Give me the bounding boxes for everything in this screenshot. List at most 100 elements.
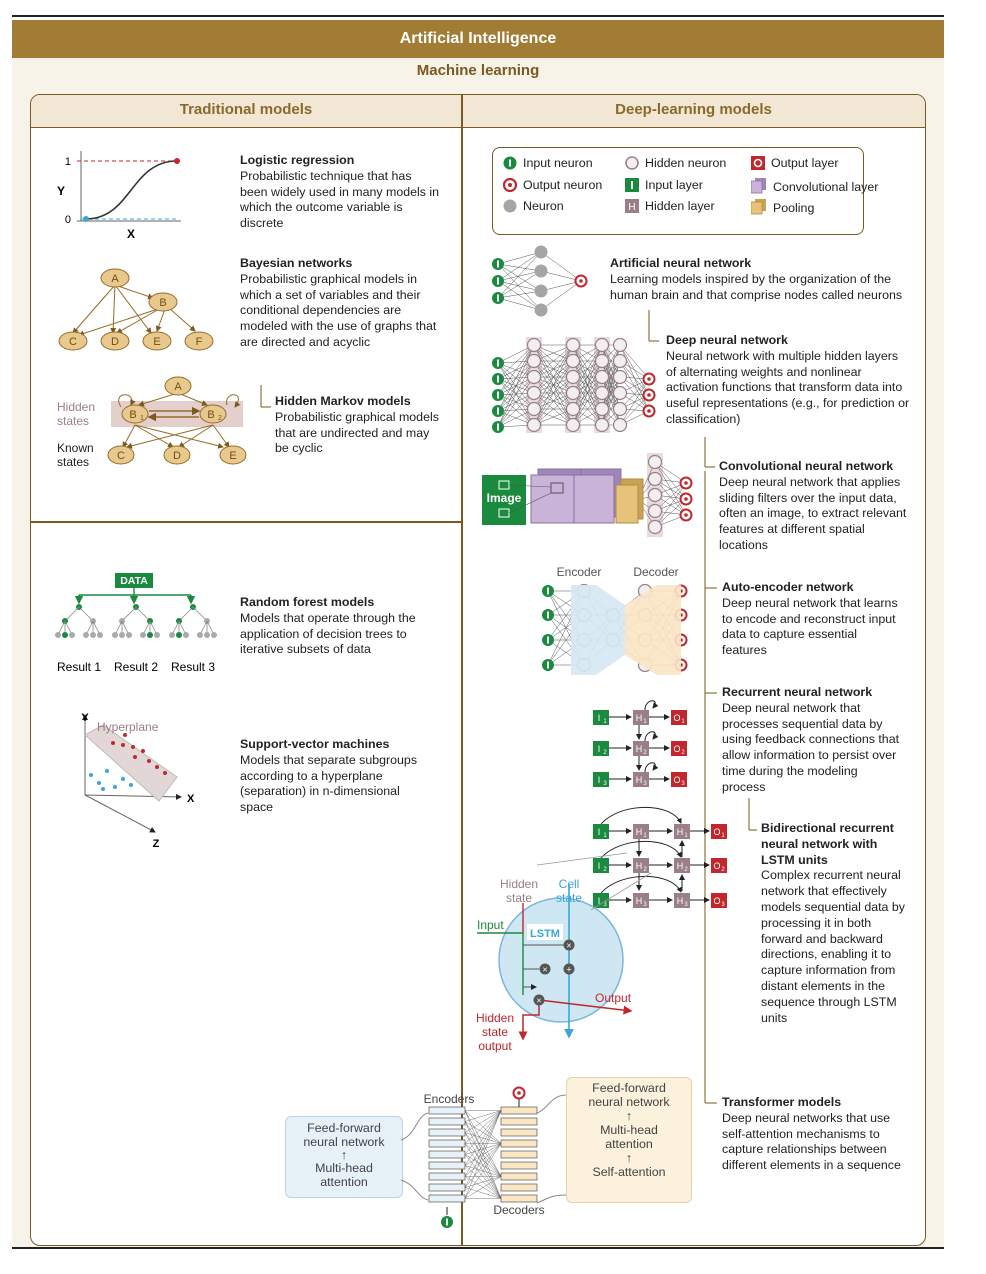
input-neuron-mark xyxy=(497,407,499,415)
lstm-label-bg xyxy=(527,924,563,940)
connection xyxy=(497,344,535,412)
lstm-operator xyxy=(563,963,575,975)
neuron xyxy=(534,284,548,298)
rf-edge xyxy=(64,606,80,622)
legend-output-neuron: Output neuron xyxy=(503,178,602,192)
rf-leaf xyxy=(140,632,146,638)
rf-leaf xyxy=(126,632,132,638)
rf-leaf xyxy=(154,632,160,638)
rnn-input-subscript: 3 xyxy=(603,781,607,787)
hidden-markov-body: Probabilistic graphical models that are … xyxy=(275,409,439,456)
legend-conv-layer: Convolutional layer xyxy=(751,178,878,194)
connection xyxy=(497,251,542,299)
decoder-ffnn-label: Feed-forward neural network xyxy=(588,1081,670,1109)
hidden-neuron xyxy=(526,369,542,385)
rnn-output xyxy=(671,772,687,787)
hmm-self-loop xyxy=(118,394,136,408)
connection xyxy=(497,280,542,311)
decoder-layer xyxy=(500,1128,538,1137)
lstm-operator-symbol: × xyxy=(536,996,541,1006)
connection xyxy=(497,280,542,292)
hidden-neuron xyxy=(565,353,581,369)
lstm-output-line xyxy=(538,999,633,1015)
output-neuron-dot xyxy=(647,393,651,397)
birnn-output-label: O xyxy=(713,827,720,837)
rnn-hidden-subscript: 1 xyxy=(643,719,647,725)
connection xyxy=(572,360,603,426)
top-rule xyxy=(12,15,944,17)
bn-node-label: B xyxy=(159,297,166,309)
connection xyxy=(497,270,542,282)
lstm-operator-symbol: × xyxy=(566,941,571,951)
hidden-neuron xyxy=(565,369,581,385)
lstm-operator-symbol: + xyxy=(566,965,571,975)
hmm-edge xyxy=(212,424,230,448)
connection xyxy=(497,344,535,380)
hidden-neuron xyxy=(612,369,628,385)
hidden-neuron xyxy=(612,353,628,369)
bn-edge xyxy=(114,284,154,300)
birnn-forward-hidden-subscript: 3 xyxy=(643,902,647,908)
birnn-skip xyxy=(600,807,682,825)
bn-node xyxy=(100,331,130,351)
svm-title: Support-vector machines xyxy=(240,737,390,751)
legend-neuron: Neuron xyxy=(503,199,564,213)
row-divider xyxy=(31,521,461,523)
svm-z-label: Z xyxy=(153,838,160,850)
hmm-edge xyxy=(138,392,179,407)
autoencoder-diagram: Encoder Decoder xyxy=(557,565,681,675)
rnn-output-label: O xyxy=(673,744,680,754)
input-neuron-mark xyxy=(497,359,499,367)
random-forest-diagram: DATA Result 1 Result 2 Result 3 xyxy=(55,573,217,674)
connection xyxy=(601,344,621,394)
birnn-forward-hidden xyxy=(633,858,649,873)
cross-attention-link xyxy=(464,1110,502,1133)
birnn-output-subscript: 2 xyxy=(721,867,725,873)
decoder-layer xyxy=(500,1194,538,1203)
input-neuron-mark xyxy=(446,1218,448,1226)
birnn-forward-hidden-label: H xyxy=(636,896,643,906)
svm-red-point xyxy=(133,755,137,759)
rnn-output-subscript: 2 xyxy=(681,750,685,756)
birnn-backward-hidden xyxy=(674,893,690,908)
input-neuron-mark xyxy=(497,423,499,431)
bn-edge xyxy=(72,284,116,334)
bn-node xyxy=(58,331,88,351)
cross-attention-link xyxy=(464,1143,502,1177)
hmm-node-label: D xyxy=(173,450,181,462)
cnn-filter xyxy=(550,482,564,494)
hmm-node xyxy=(164,376,192,396)
rnn-output xyxy=(671,741,687,756)
legend-hidden-layer-h: H xyxy=(628,202,635,213)
hidden-neuron xyxy=(612,417,628,433)
birnn-backward-hidden-label: H xyxy=(677,896,684,906)
connection xyxy=(540,280,582,311)
svm-diagram: Y X Z Hyperplane xyxy=(81,712,195,850)
birnn-output xyxy=(711,824,727,839)
output-neuron-dot xyxy=(684,497,688,501)
connection xyxy=(497,263,542,292)
birnn-output-subscript: 1 xyxy=(721,833,725,839)
bn-edge xyxy=(168,307,196,332)
cnn-filter-line xyxy=(508,492,552,514)
connection xyxy=(601,376,621,426)
rf-leaf xyxy=(176,632,182,638)
hidden-markov-title: Hidden Markov models xyxy=(275,394,411,408)
hidden-neuron xyxy=(565,401,581,417)
birnn-output-subscript: 3 xyxy=(721,902,725,908)
svm-red-point xyxy=(123,733,127,737)
bn-edge xyxy=(155,308,166,332)
cnn-fc xyxy=(637,453,693,537)
connection xyxy=(533,360,574,426)
lstm-label: LSTM xyxy=(530,928,560,940)
svm-blue-point xyxy=(113,785,117,789)
hmm-node xyxy=(107,445,135,465)
rf-leaf xyxy=(55,632,61,638)
